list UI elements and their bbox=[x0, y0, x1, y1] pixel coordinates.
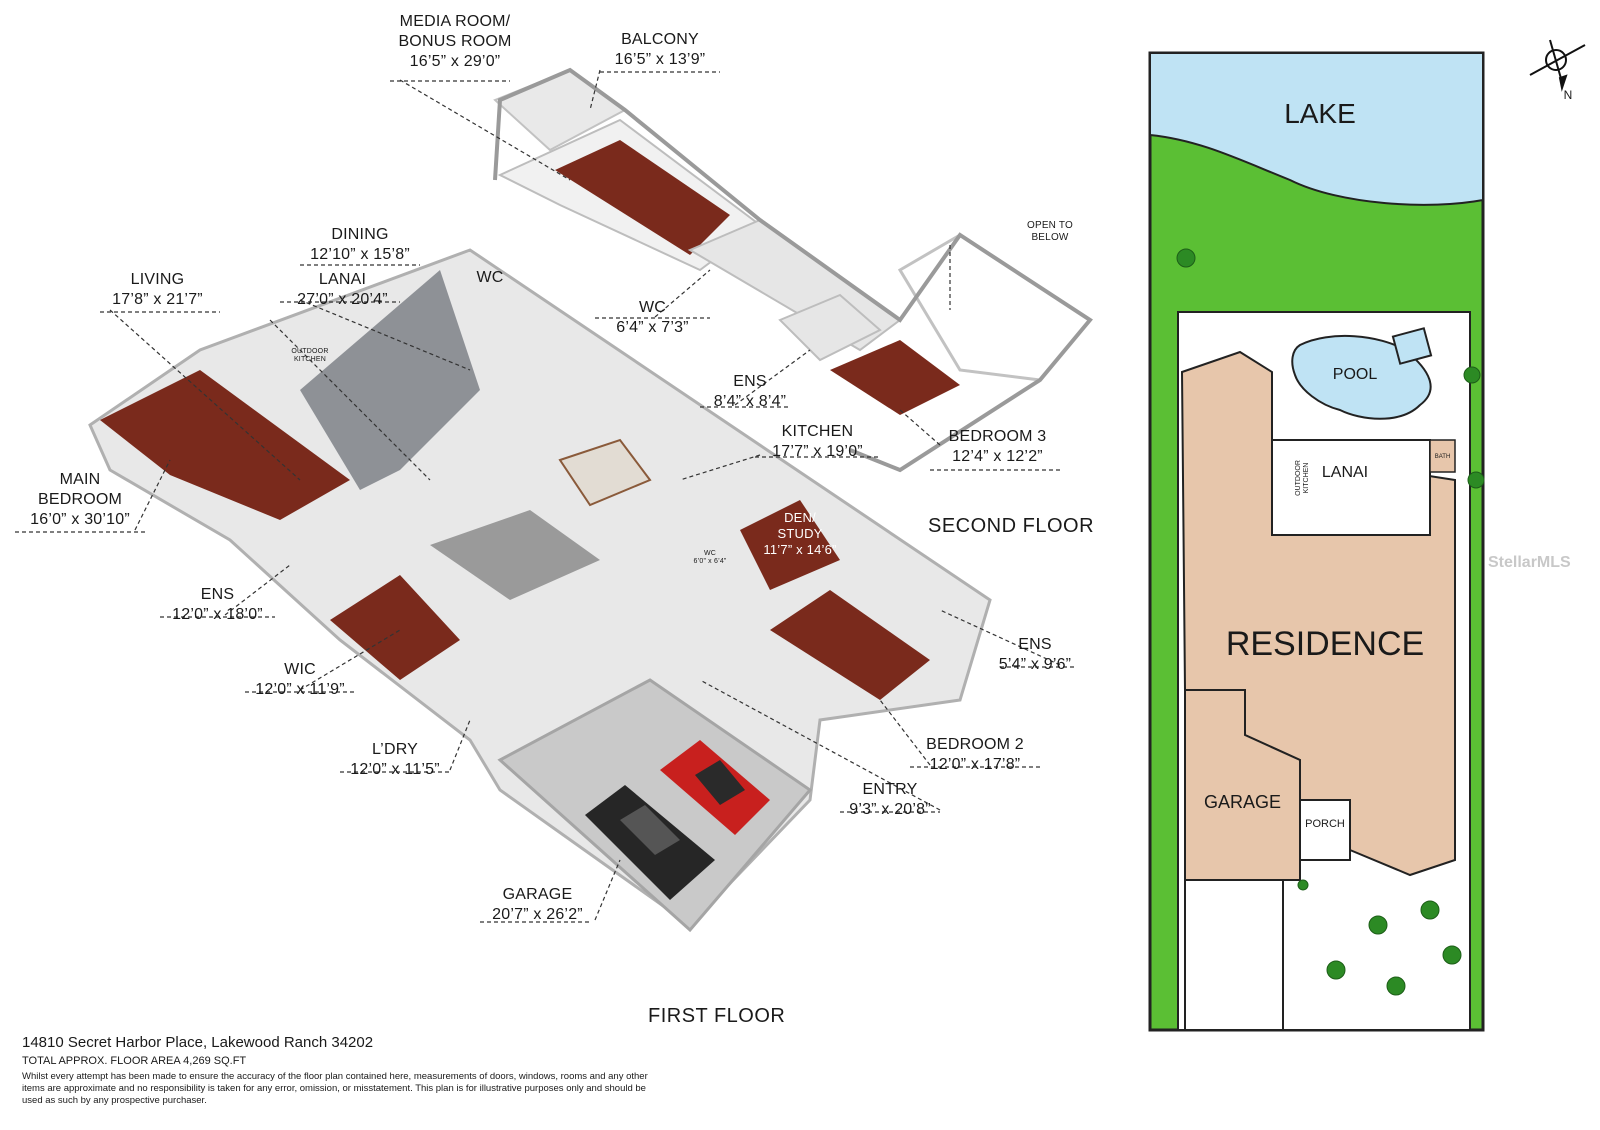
label-wc-2: WC 6’4” x 7’3” bbox=[616, 299, 689, 336]
kitchen-island bbox=[558, 438, 652, 507]
label-bedroom-2: BEDROOM 2 12’0” x 17’8” bbox=[926, 736, 1024, 773]
site-pool-label: POOL bbox=[1332, 366, 1378, 383]
total-area: TOTAL APPROX. FLOOR AREA 4,269 SQ.FT bbox=[22, 1055, 247, 1067]
site-outdoor-kitchen-label: OUTDOOR KITCHEN bbox=[1295, 460, 1310, 496]
site-porch-label: PORCH bbox=[1305, 818, 1345, 830]
site-lake-label: LAKE bbox=[1284, 98, 1356, 129]
label-kitchen: KITCHEN 17’7” x 19’0” bbox=[772, 423, 863, 460]
site-garage-label: GARAGE bbox=[1203, 792, 1282, 812]
north-arrow-icon bbox=[1529, 39, 1586, 92]
address: 14810 Secret Harbor Place, Lakewood Ranc… bbox=[22, 1034, 374, 1051]
label-living: LIVING 17’8” x 21’7” bbox=[112, 271, 203, 308]
garage-floor bbox=[497, 678, 813, 933]
label-outdoor-kitchen: OUTDOOR KITCHEN bbox=[291, 348, 329, 363]
main-floor-base bbox=[88, 248, 992, 927]
den-wood bbox=[740, 500, 840, 590]
pool bbox=[1291, 335, 1432, 420]
trees bbox=[1176, 248, 1485, 996]
label-balcony: BALCONY 16’5” x 13’9” bbox=[614, 31, 706, 68]
driveway bbox=[1184, 879, 1284, 1031]
media-room-wood bbox=[555, 140, 730, 255]
first-floor-title: FIRST FLOOR bbox=[648, 1005, 786, 1027]
second-floor-plan bbox=[493, 67, 1093, 473]
bedroom-2-wood bbox=[770, 590, 930, 700]
site-bath-label: BATH bbox=[1434, 454, 1451, 460]
room-dims: 16’5” x 29’0” bbox=[409, 53, 501, 70]
site-residence-label: RESIDENCE bbox=[1225, 625, 1425, 663]
bedroom-3-floor bbox=[830, 340, 960, 415]
disclaimer: Whilst every attempt has been made to en… bbox=[22, 1071, 648, 1106]
label-entry: ENTRY 9’3” x 20’8” bbox=[849, 781, 931, 818]
label-ens-2: ENS 5’4” x 9’6” bbox=[998, 636, 1072, 673]
label-laundry: L’DRY 12’0” x 11’5” bbox=[350, 741, 440, 778]
porch bbox=[1299, 799, 1351, 861]
spa bbox=[1391, 327, 1433, 365]
label-open-to-below: OPEN TO BELOW bbox=[1026, 220, 1074, 243]
label-underlines bbox=[15, 71, 1075, 923]
lanai-area bbox=[1271, 439, 1431, 536]
lanai-tile bbox=[300, 270, 480, 490]
car-red bbox=[660, 740, 770, 835]
label-wc-small: WC 6’0” x 6’4” bbox=[693, 550, 727, 565]
label-wc-upper: WC bbox=[476, 269, 504, 286]
watermark: StellarMLS bbox=[1488, 554, 1571, 571]
label-lanai: LANAI 27’0” x 20’4” bbox=[297, 271, 388, 308]
label-dining: DINING 12’10” x 15’8” bbox=[310, 226, 410, 263]
north-label: N bbox=[1563, 88, 1573, 102]
upper-outer-wall bbox=[493, 67, 1093, 473]
label-den: DEN/ STUDY 11’7” x 14’6” bbox=[763, 510, 837, 557]
label-media-room: MEDIA ROOM/ BONUS ROOM 16’5” x 29’0” bbox=[385, 12, 525, 72]
label-wic: WIC 12’0” x 11’9” bbox=[255, 661, 345, 698]
second-floor-title: SECOND FLOOR bbox=[928, 515, 1095, 537]
lake bbox=[1149, 52, 1484, 206]
leader-lines bbox=[109, 69, 1061, 921]
label-bedroom-3: BEDROOM 3 12’4” x 12’2” bbox=[948, 428, 1047, 465]
main-bedroom-wood bbox=[100, 370, 350, 520]
label-main-bedroom: MAIN BEDROOM 16’0” x 30’10” bbox=[30, 471, 130, 528]
site-plan bbox=[1148, 39, 1586, 1032]
label-ens-main: ENS 12’0” x 18’0” bbox=[172, 586, 263, 623]
car-black bbox=[585, 785, 715, 900]
first-floor-plan bbox=[15, 69, 1075, 933]
bath-box bbox=[1429, 439, 1456, 473]
label-garage: GARAGE 20’7” x 26’2” bbox=[492, 886, 583, 923]
living-rug bbox=[430, 510, 600, 600]
ens-upper-floor bbox=[778, 293, 882, 362]
site-lanai-label: LANAI bbox=[1321, 464, 1369, 481]
room-name: MEDIA ROOM/ BONUS ROOM bbox=[398, 13, 512, 50]
label-ens-1: ENS 8’4” x 8’4” bbox=[713, 373, 787, 410]
wic-wood bbox=[330, 575, 460, 680]
